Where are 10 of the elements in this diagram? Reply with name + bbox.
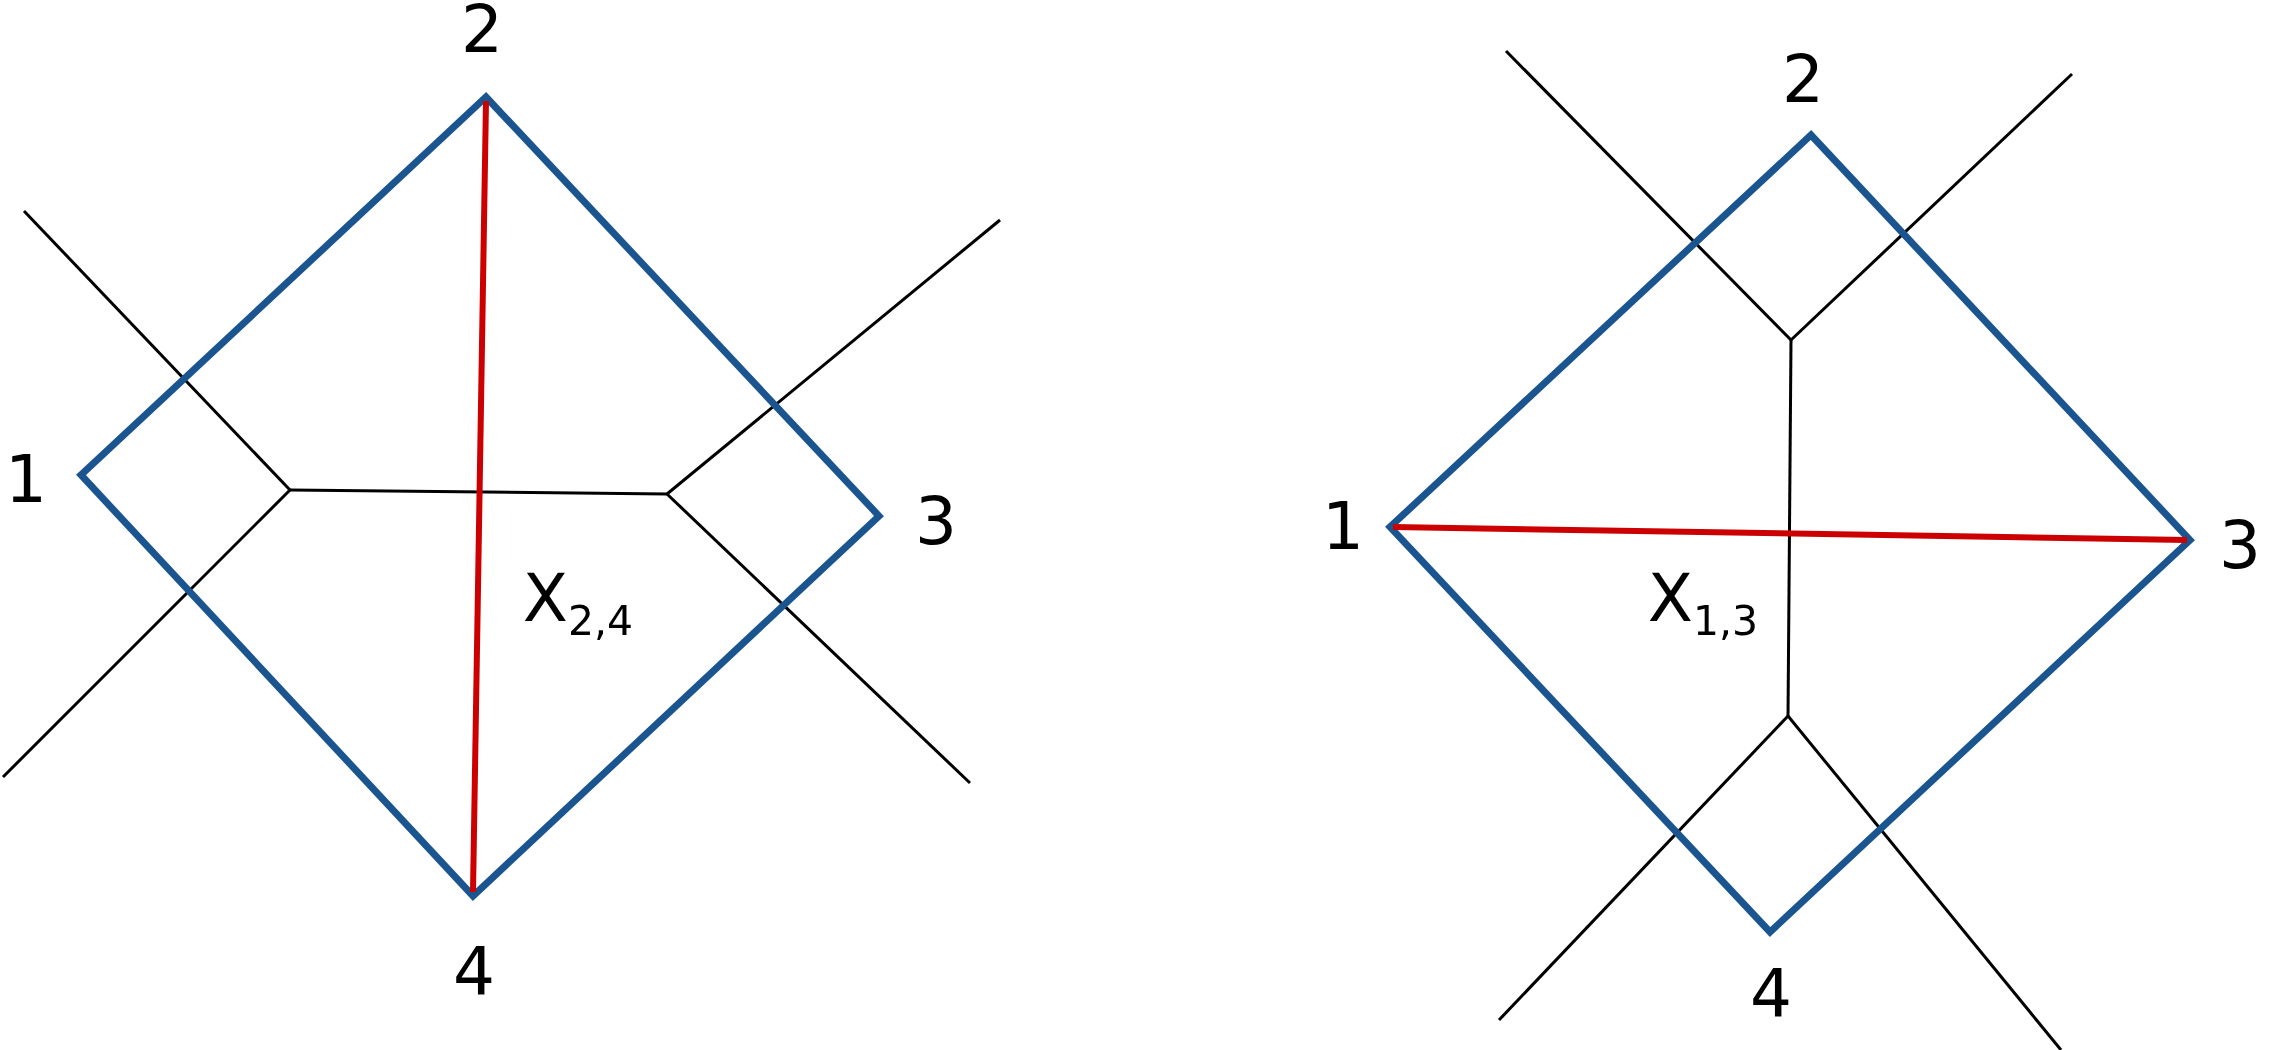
vertex-label: 2 — [461, 0, 503, 63]
intersection-label: X$_{1,3}$ — [1647, 565, 1759, 643]
vertex-label: 4 — [453, 939, 495, 1005]
vertex-label: 3 — [2219, 513, 2261, 579]
vertex-label: 2 — [1782, 47, 1824, 113]
vertex-label: 3 — [915, 489, 957, 555]
vertex-label: 4 — [1750, 961, 1792, 1027]
intersection-label: X$_{2,4}$ — [522, 565, 634, 643]
vertex-label: 1 — [1322, 494, 1364, 560]
vertex-label: 1 — [5, 447, 47, 513]
